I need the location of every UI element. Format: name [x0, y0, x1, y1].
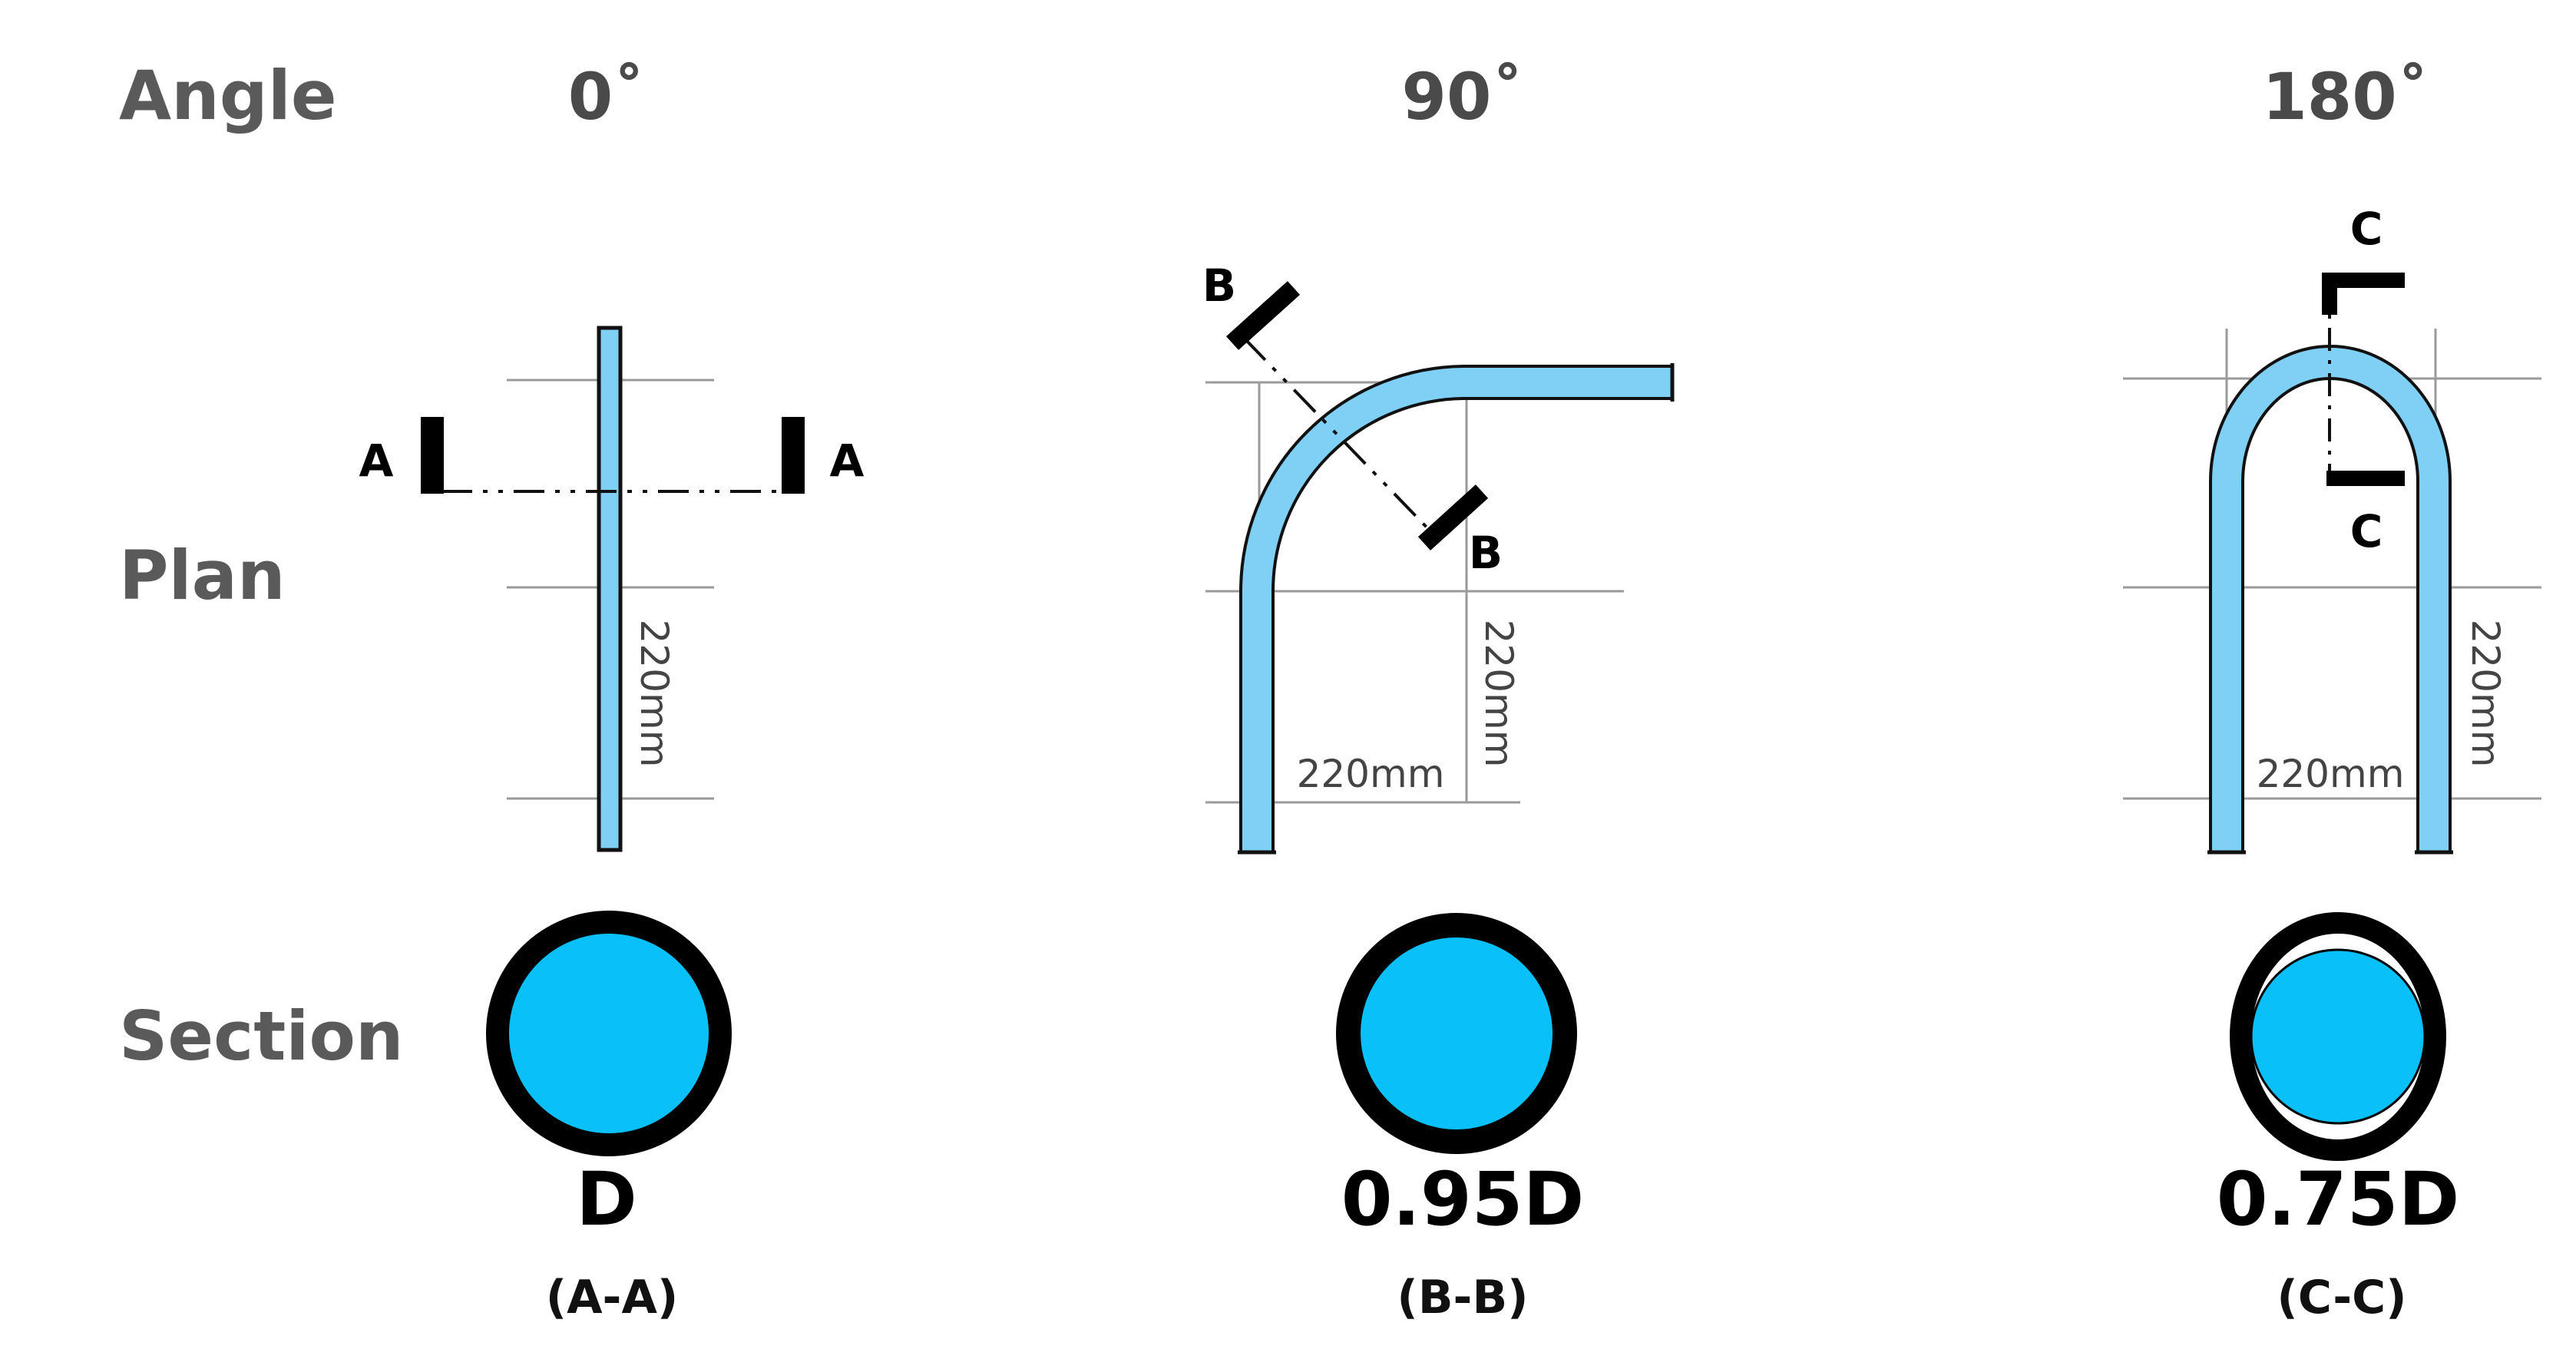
section-circle-c-core	[2250, 948, 2426, 1125]
section-c-c: 0.75D (C-C)	[2217, 912, 2460, 1324]
section-marker-c-top	[2322, 273, 2405, 315]
section-ratio-b: 0.95D	[1341, 1156, 1585, 1242]
section-b-b: 0.95D (B-B)	[1336, 913, 1585, 1324]
dimension-horizontal-90: 220mm	[1297, 752, 1445, 796]
marker-label-b-top: B	[1202, 260, 1236, 312]
section-marker-c-bottom	[2326, 471, 2405, 486]
marker-label-c-top: C	[2350, 203, 2383, 255]
section-label-c: (C-C)	[2277, 1271, 2406, 1324]
row-label-plan: Plan	[119, 536, 286, 615]
section-circle-b	[1336, 913, 1577, 1154]
section-marker-b-top	[1225, 281, 1301, 350]
section-label-b: (B-B)	[1397, 1271, 1528, 1324]
angle-0-label: 0˚	[568, 59, 645, 134]
dimension-vertical-180: 220mm	[2463, 620, 2508, 768]
angle-90-label: 90˚	[1402, 59, 1524, 134]
plan-90-bend: B B 220mm 220mm	[1202, 260, 1675, 855]
section-ratio-c: 0.75D	[2217, 1156, 2460, 1242]
bent-tube-90	[1242, 368, 1674, 854]
section-marker-a-left	[421, 417, 444, 494]
dimension-horizontal-180: 220mm	[2257, 752, 2405, 796]
straight-tube	[597, 326, 623, 852]
dimension-vertical-90: 220mm	[1476, 620, 1521, 768]
plan-180-bend: C C 220mm 220mm	[2123, 203, 2541, 855]
marker-label-b-bottom: B	[1469, 527, 1503, 579]
section-label-a: (A-A)	[546, 1271, 679, 1324]
marker-label-c-bottom: C	[2350, 505, 2383, 557]
section-marker-b-bottom	[1417, 484, 1489, 551]
marker-label-a-right: A	[830, 435, 865, 487]
row-label-section: Section	[119, 997, 404, 1076]
section-marker-a-right	[782, 417, 805, 494]
section-circle-a	[486, 911, 732, 1156]
section-a-a: D (A-A)	[486, 911, 732, 1324]
dimension-vertical-0: 220mm	[632, 620, 676, 768]
angle-180-label: 180˚	[2262, 59, 2429, 134]
plan-straight: A A 220mm	[359, 326, 865, 852]
section-cut-line-b	[1242, 336, 1436, 537]
row-label-angle: Angle	[119, 56, 337, 135]
section-ratio-a: D	[576, 1156, 637, 1242]
marker-label-a-left: A	[359, 435, 394, 487]
